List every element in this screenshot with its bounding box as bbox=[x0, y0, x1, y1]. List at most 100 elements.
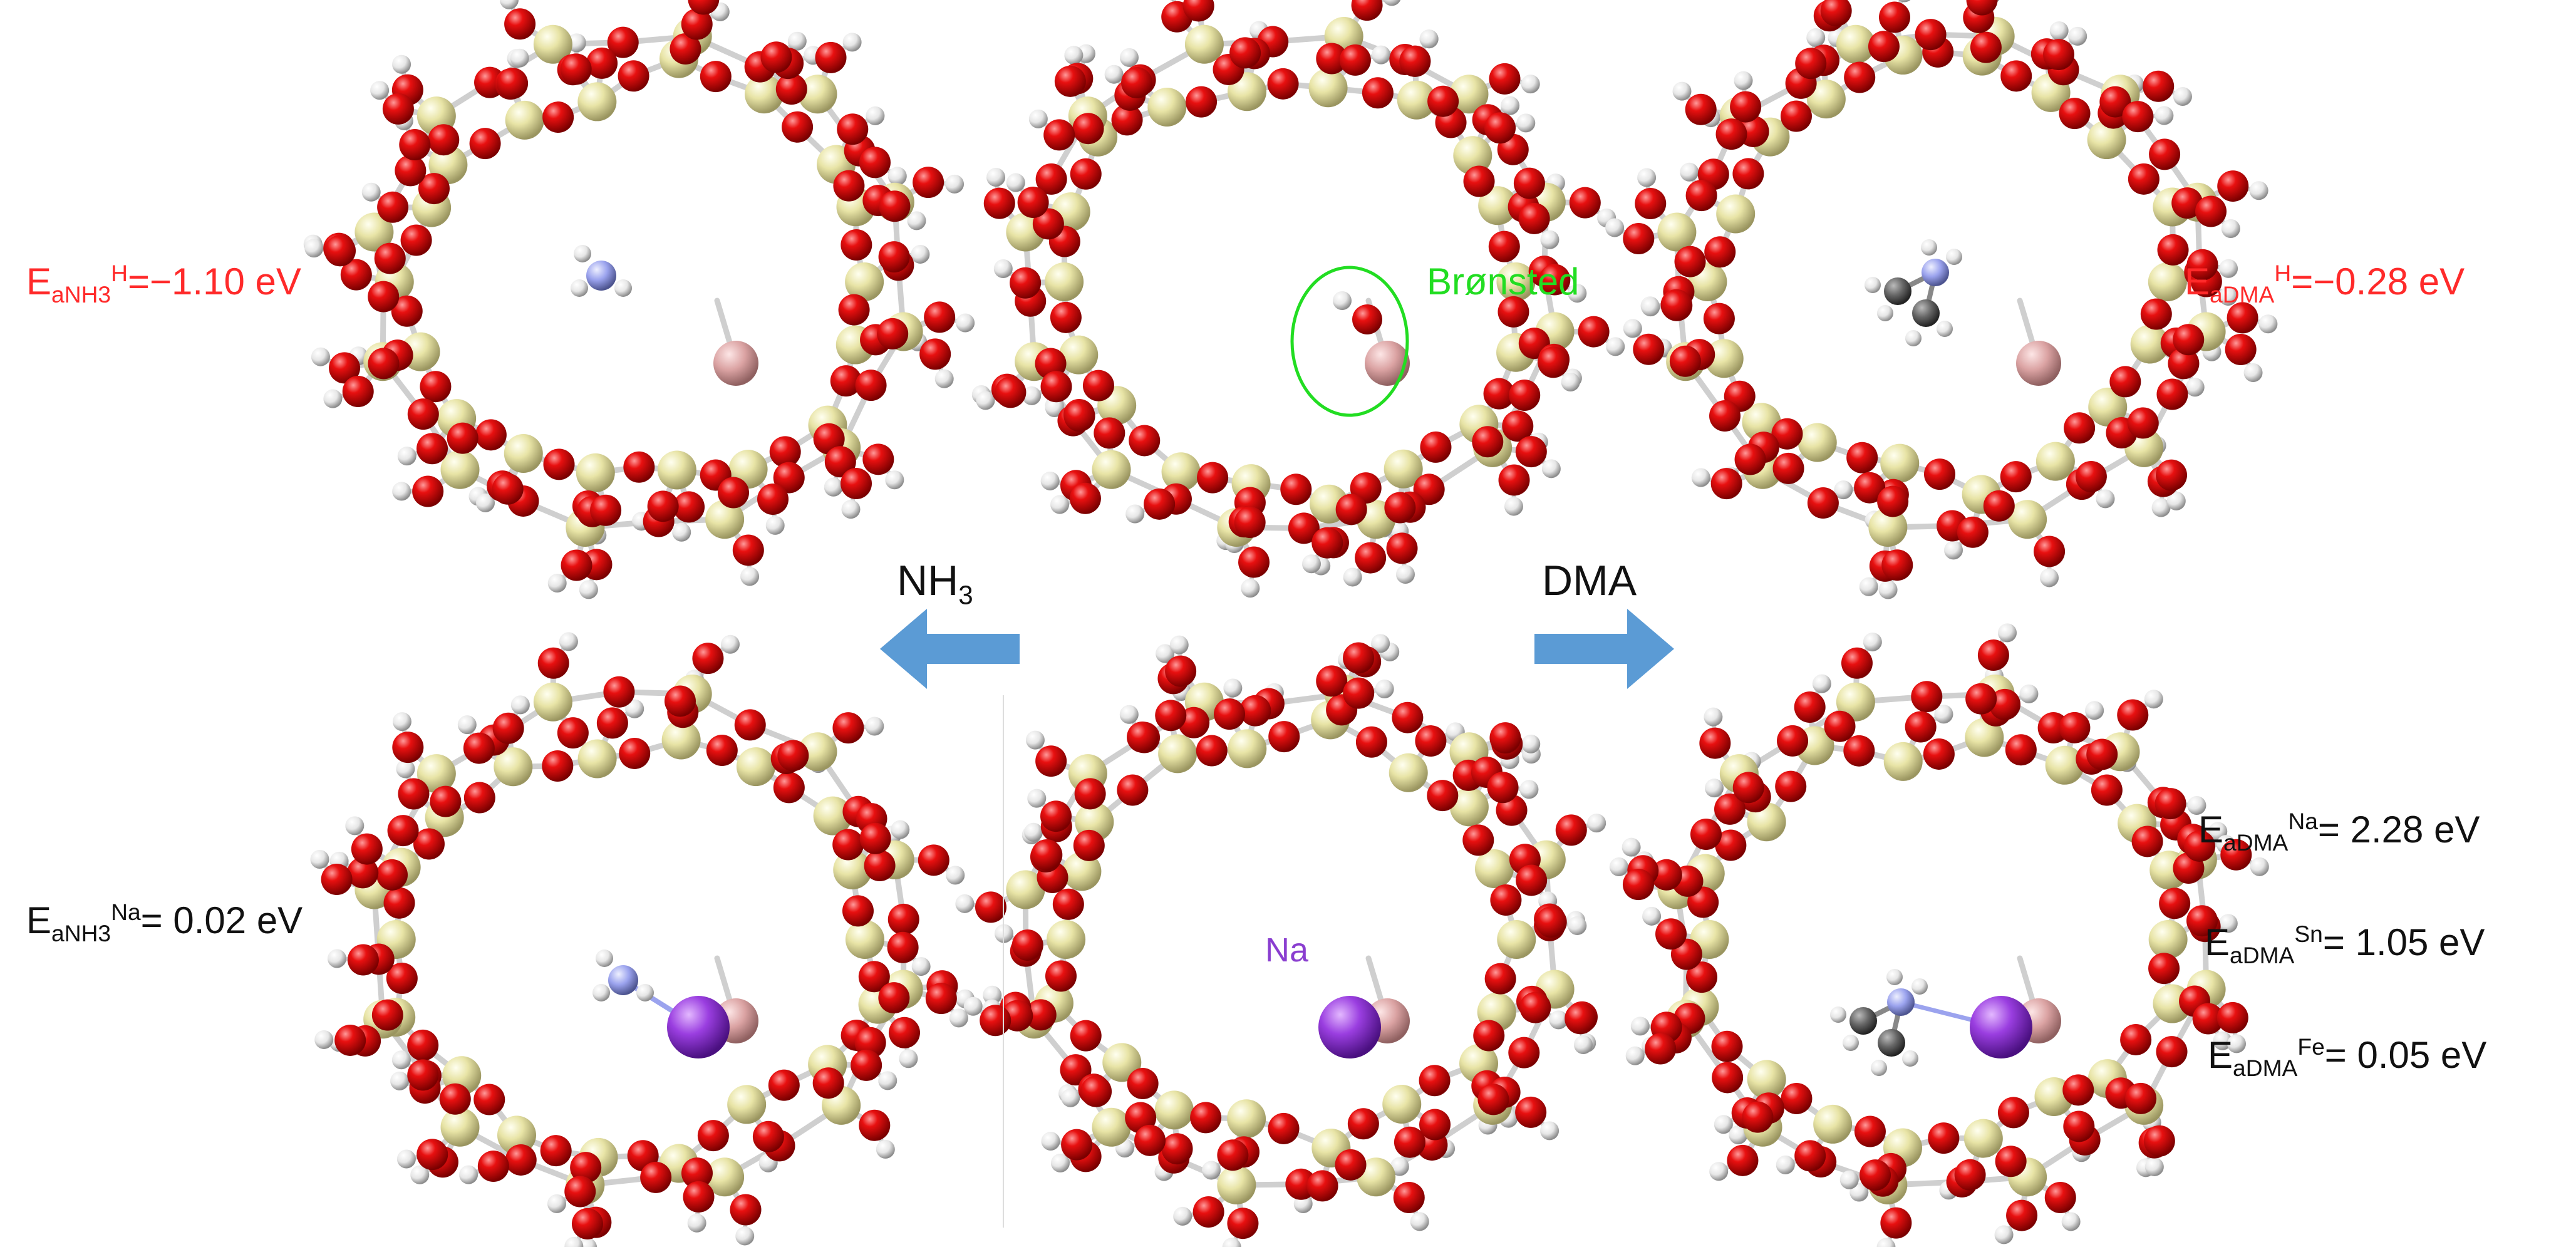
oxygen-atom bbox=[815, 41, 847, 73]
oxygen-atom bbox=[1288, 512, 1320, 544]
hydrogen-atom bbox=[1605, 218, 1625, 237]
hydrogen-atom bbox=[2243, 363, 2263, 382]
energy-label-dma-h: EaDMAH=−0.28 eV bbox=[2185, 260, 2465, 308]
hydrogen-atom bbox=[1622, 837, 1641, 857]
silicon-atom bbox=[354, 212, 394, 252]
oxygen-atom bbox=[1229, 37, 1261, 69]
oxygen-atom bbox=[692, 643, 724, 675]
hydrogen-atom bbox=[891, 820, 910, 839]
hydrogen-atom bbox=[1540, 1121, 1560, 1141]
silicon-atom bbox=[1449, 75, 1489, 114]
silicon-atom bbox=[494, 747, 533, 787]
hydrogen-atom bbox=[1998, 623, 2017, 643]
aluminum-atom bbox=[2016, 341, 2061, 386]
hydrogen-atom bbox=[672, 522, 691, 542]
hydrogen-atom bbox=[392, 712, 411, 732]
oxygen-atom bbox=[407, 1029, 439, 1061]
oxygen-atom bbox=[1703, 303, 1735, 334]
hydrogen-atom bbox=[899, 1049, 918, 1068]
hydrogen-atom bbox=[1410, 1212, 1429, 1231]
oxygen-atom bbox=[1073, 829, 1105, 861]
oxygen-atom bbox=[570, 1152, 602, 1184]
oxygen-atom bbox=[2099, 86, 2131, 118]
oxygen-atom bbox=[2156, 1036, 2188, 1068]
oxygen-atom bbox=[1807, 487, 1839, 519]
hydrogen-atom bbox=[1519, 780, 1539, 799]
hydrogen-atom bbox=[1516, 113, 1536, 133]
arrow-label-dma: DMA bbox=[1542, 557, 1637, 604]
oxygen-atom bbox=[717, 477, 749, 509]
oxygen-atom bbox=[1771, 418, 1803, 450]
oxygen-atom bbox=[1347, 1108, 1379, 1140]
silicon-atom bbox=[577, 82, 617, 122]
oxygen-atom bbox=[2062, 1074, 2094, 1106]
oxygen-atom bbox=[463, 732, 495, 764]
oxygen-atom bbox=[1129, 425, 1161, 457]
oxygen-atom bbox=[1419, 1065, 1451, 1097]
hydrogen-atom bbox=[842, 33, 862, 52]
silicon-atom bbox=[657, 450, 696, 490]
hydrogen-atom bbox=[1521, 734, 1541, 753]
silicon-atom bbox=[440, 450, 480, 489]
hydrogen-atom bbox=[457, 715, 477, 735]
oxygen-atom bbox=[879, 190, 911, 222]
hydrogen-atom bbox=[1501, 96, 1520, 115]
oxygen-atom bbox=[492, 473, 524, 505]
energy-label-dma-na: EaDMANa= 2.28 eV bbox=[2198, 808, 2480, 856]
hydrogen-atom bbox=[1921, 239, 1937, 256]
oxygen-atom bbox=[1069, 482, 1101, 514]
oxygen-atom bbox=[1535, 906, 1567, 938]
oxygen-atom bbox=[1685, 961, 1717, 993]
oxygen-atom bbox=[603, 676, 635, 708]
hydrogen-atom bbox=[1776, 1155, 1795, 1174]
hydrogen-atom bbox=[2173, 87, 2192, 106]
hydrogen-atom bbox=[993, 259, 1013, 278]
energy-label-dma-sn: EaDMASn= 1.05 eV bbox=[2205, 921, 2485, 968]
oxygen-atom bbox=[830, 365, 862, 397]
hydrogen-atom bbox=[396, 1149, 416, 1169]
hydrogen-atom bbox=[1587, 814, 1606, 833]
oxygen-atom bbox=[543, 448, 575, 480]
oxygen-atom bbox=[887, 931, 919, 963]
oxygen-atom bbox=[477, 1151, 509, 1182]
oxygen-atom bbox=[647, 490, 679, 522]
oxygen-atom bbox=[1775, 770, 1807, 802]
hydrogen-atom bbox=[1040, 471, 1060, 490]
oxygen-atom bbox=[387, 815, 419, 847]
bronsted-label: Brønsted bbox=[1427, 261, 1580, 303]
silicon-atom bbox=[1397, 80, 1436, 120]
oxygen-atom bbox=[1392, 701, 1424, 733]
hydrogen-atom bbox=[391, 1050, 411, 1070]
hydrogen-atom bbox=[2218, 914, 2238, 933]
oxygen-atom bbox=[1268, 1112, 1300, 1144]
hydrogen-atom bbox=[2144, 690, 2163, 709]
oxygen-atom bbox=[1957, 516, 1989, 548]
oxygen-atom bbox=[688, 0, 720, 15]
hydrogen-atom bbox=[1625, 1046, 1645, 1065]
hydrogen-atom bbox=[1119, 48, 1139, 67]
hydrogen-atom bbox=[1064, 46, 1084, 65]
oxygen-atom bbox=[706, 735, 738, 767]
oxygen-atom bbox=[1161, 1133, 1193, 1165]
hydrogen-atom bbox=[1859, 577, 1878, 596]
nitrogen-atom bbox=[1922, 259, 1949, 286]
oxygen-atom bbox=[838, 294, 870, 326]
oxygen-atom bbox=[2075, 460, 2107, 492]
hydrogen-atom bbox=[310, 849, 329, 869]
hydrogen-atom bbox=[1834, 480, 1853, 500]
silicon-atom bbox=[744, 75, 784, 114]
oxygen-atom bbox=[1311, 527, 1343, 559]
hydrogen-atom bbox=[1372, 45, 1391, 65]
oxygen-atom bbox=[1267, 68, 1299, 100]
hydrogen-atom bbox=[963, 996, 983, 1016]
oxygen-atom bbox=[1355, 726, 1387, 758]
oxygen-atom bbox=[1954, 1159, 1986, 1191]
oxygen-atom bbox=[400, 224, 432, 256]
oxygen-atom bbox=[768, 1069, 800, 1101]
oxygen-atom bbox=[2000, 60, 2032, 92]
oxygen-atom bbox=[1878, 1, 1910, 33]
hydrogen-atom bbox=[1672, 81, 1692, 101]
oxygen-atom bbox=[1555, 814, 1587, 846]
silicon-atom bbox=[1062, 852, 1102, 891]
oxygen-atom bbox=[1074, 778, 1106, 810]
